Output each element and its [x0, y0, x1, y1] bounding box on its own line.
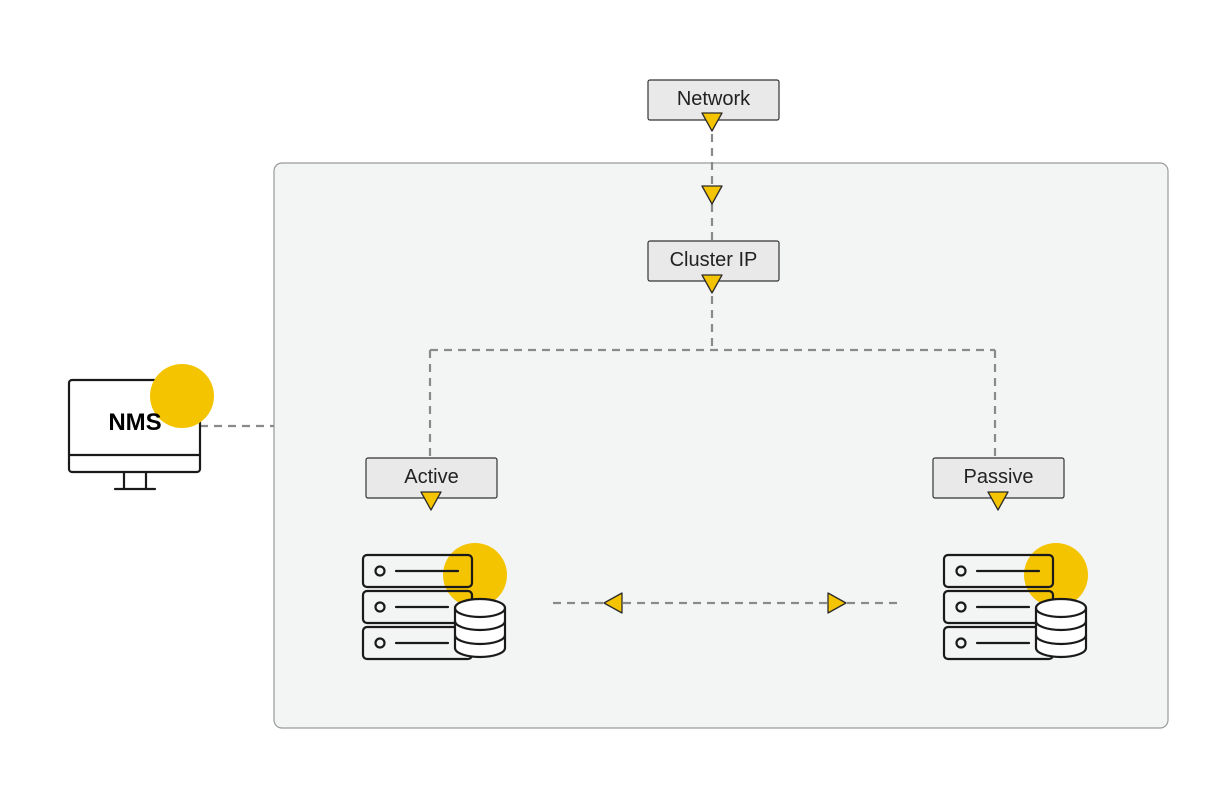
network-arrow-down-icon: [701, 112, 723, 132]
network-label: Network: [677, 88, 751, 110]
nms-accent-dot: [150, 364, 214, 428]
cluster-ip-node: Cluster IP: [647, 240, 780, 282]
active-arrow-down-icon: [420, 491, 442, 511]
nms-label: NMS: [108, 409, 161, 436]
mid-arrow-down-icon: [701, 185, 723, 205]
active-node: Active: [365, 457, 498, 499]
active-server-database-icon: [361, 543, 507, 661]
cluster-ip-label: Cluster IP: [670, 249, 758, 271]
passive-arrow-down-icon: [987, 491, 1009, 511]
nms-monitor-icon: NMS: [67, 364, 214, 491]
replication-arrow-left-icon: [603, 592, 623, 614]
passive-label: Passive: [963, 466, 1033, 488]
network-node: Network: [647, 79, 780, 121]
passive-server-database-icon: [942, 543, 1088, 661]
replication-arrow-right-icon: [827, 592, 847, 614]
active-label: Active: [404, 466, 458, 488]
cluster-ip-arrow-down-icon: [701, 274, 723, 294]
